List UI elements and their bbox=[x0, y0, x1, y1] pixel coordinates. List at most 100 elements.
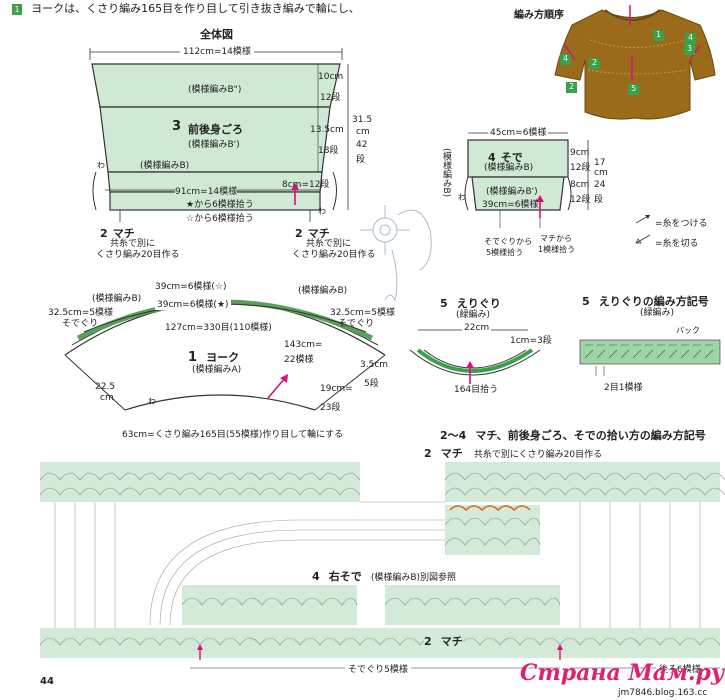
collar-heading: 5 えりぐり bbox=[440, 292, 501, 311]
dim-31-5: 31.5 bbox=[352, 115, 373, 125]
pickup-machi-2: 2 マチ bbox=[424, 630, 463, 649]
header: 1 ヨークは、くさり編み165目を作り目して引き抜き編みで輪にし、 bbox=[12, 0, 360, 16]
sleeve-12rows-b: 12段 bbox=[570, 195, 591, 205]
dim-13-5cm: 13.5cm bbox=[310, 125, 344, 135]
collar-chart-back: バック bbox=[676, 326, 700, 335]
sleeve-pick2b: 1模様拾う bbox=[538, 245, 576, 254]
pickup-heading: 2〜4 マチ、前後身ごろ、そでの拾い方の編み方記号 bbox=[440, 424, 706, 443]
sweater-illustration bbox=[554, 5, 716, 120]
pickup-sleeve: 4 右そで (模様編みB)別図参照 bbox=[312, 565, 456, 584]
machi-left-name: マチ bbox=[112, 227, 135, 240]
order-marker-7: 5 bbox=[630, 84, 637, 93]
sleeve-side-label: (模様編みB) bbox=[441, 148, 451, 198]
machi-right-name: マチ bbox=[307, 227, 330, 240]
overall-title: 全体図 bbox=[200, 28, 233, 41]
order-marker-1: 1 bbox=[655, 30, 662, 39]
legend-cut: =糸を切る bbox=[655, 239, 699, 249]
yoke-sodeguri-left: そでぐり bbox=[62, 319, 99, 329]
collar-num: 5 bbox=[440, 297, 448, 310]
collar-chart-heading: 5 えりぐりの編み方記号 bbox=[582, 290, 709, 309]
stitch-chart-sleeve-right bbox=[385, 585, 560, 625]
order-marker-5: 4 bbox=[687, 33, 694, 42]
dim-10cm: 10cm bbox=[318, 72, 344, 82]
yoke-heading: 1 ヨーク bbox=[188, 346, 239, 365]
machi-right-line1: 共糸で別に bbox=[306, 239, 352, 249]
sleeve-wa: わ bbox=[458, 193, 466, 202]
sleeve-pattern-b1: (模様編みB') bbox=[486, 187, 538, 197]
yoke-225: 22.5 bbox=[95, 382, 116, 392]
machi-left-line1: 共糸で別に bbox=[110, 239, 156, 249]
stitch-chart-machi bbox=[445, 505, 540, 555]
sleeve-dan: 段 bbox=[594, 195, 604, 205]
page-number: 44 bbox=[40, 676, 54, 687]
yoke-cm: cm bbox=[100, 393, 114, 403]
pattern-b2-label: (模様編みB") bbox=[188, 85, 242, 95]
rows-dan: 段 bbox=[356, 155, 366, 165]
rows-12a: 12段 bbox=[320, 93, 341, 103]
sleeve-pattern-b: (模様編みB) bbox=[484, 163, 534, 173]
sleeve-cm: cm bbox=[594, 168, 608, 178]
pickup-sleeve-note: (模様編みB)別図参照 bbox=[370, 573, 457, 583]
yoke-39b: 39cm=6模様(★) bbox=[155, 297, 231, 310]
yoke-127: 127cm=330目(110模様) bbox=[165, 323, 272, 333]
overall-top-width: 112cm=14模様 bbox=[180, 44, 254, 57]
sleeve-pick1: そでぐりから bbox=[484, 237, 533, 246]
site-watermark: Страна Мам.ру bbox=[520, 660, 725, 686]
yoke-wa: わ bbox=[148, 397, 156, 406]
machi-left: 2 マチ bbox=[100, 222, 135, 241]
pickup-machi-name: マチ bbox=[440, 447, 463, 460]
sleeve-24: 24 bbox=[594, 180, 606, 190]
sleeve-17: 17 bbox=[594, 158, 606, 168]
yoke-pattern: (模様編みA) bbox=[192, 365, 242, 375]
dim-91cm: 91cm=14模様 bbox=[175, 184, 238, 197]
yoke-22pattern: 22模様 bbox=[284, 355, 314, 365]
order-marker-4: 4 bbox=[562, 54, 569, 63]
pickup-sleeve-num: 4 bbox=[312, 570, 320, 583]
collar-chart-pattern: (緑編み) bbox=[640, 308, 675, 318]
collar-chart-num: 5 bbox=[582, 295, 590, 308]
yoke-pattern-b-left: (模様編みB) bbox=[92, 294, 142, 304]
pickup-sleeve-name: 右そで bbox=[328, 570, 362, 583]
pickup-title: マチ、前後身ごろ、そでの拾い方の編み方記号 bbox=[475, 429, 706, 442]
stitch-chart-bottom bbox=[40, 628, 720, 658]
pickup-machi-note: 共糸で別にくさり編み20目作る bbox=[473, 450, 603, 460]
collar-name: えりぐり bbox=[456, 297, 501, 310]
yoke-325-right: 32.5cm=5模様 bbox=[330, 308, 396, 318]
dim-8cm: 8cm=12段 bbox=[282, 180, 330, 190]
order-marker-3: 3 bbox=[686, 44, 693, 53]
pattern-b-label: (模様編みB) bbox=[140, 161, 190, 171]
pickup-machi-2-name: マチ bbox=[440, 635, 463, 648]
yoke-pattern-b-right: (模様編みB) bbox=[298, 286, 348, 296]
blog-url: jm7846.blog.163.cc bbox=[618, 688, 708, 698]
collar-chart-pick: 2目1模様 bbox=[604, 383, 643, 393]
order-title: 編み方順序 bbox=[514, 10, 564, 21]
pickup-machi: 2 マチ 共糸で別にくさり編み20目作る bbox=[424, 442, 602, 461]
body-section-num: 3 bbox=[172, 119, 182, 134]
yoke-sodeguri-right: そでぐり bbox=[338, 319, 375, 329]
pickup-star6b: ☆から6模様拾う bbox=[186, 214, 254, 224]
legend-attach: =糸をつける bbox=[655, 219, 708, 229]
machi-right-line2: くさり編み20目作る bbox=[292, 250, 376, 260]
pickup-machi-2-num: 2 bbox=[424, 635, 432, 648]
collar-pattern: (緑編み) bbox=[456, 310, 491, 320]
stitch-chart-top-right bbox=[445, 462, 720, 502]
header-bullet: 1 bbox=[12, 4, 22, 15]
order-marker-6: 2 bbox=[568, 82, 575, 91]
body-section-name: 前後身ごろ bbox=[188, 123, 243, 136]
sleeve-9cm: 9cm bbox=[570, 148, 590, 158]
sleeve-top-width: 45cm=6模様 bbox=[488, 125, 549, 138]
yoke-name: ヨーク bbox=[206, 351, 240, 364]
stitch-chart-sleeve-left bbox=[182, 585, 357, 625]
yoke-cast-on: 63cm=くさり編み165目(55模様)作り目して輪にする bbox=[120, 427, 346, 440]
yoke-39a: 39cm=6模様(☆) bbox=[155, 282, 227, 292]
sleeve-name: そで bbox=[500, 151, 523, 164]
yoke-143: 143cm= bbox=[284, 340, 323, 350]
pickup-num: 2〜4 bbox=[440, 429, 467, 442]
collar-chart-title: えりぐりの編み方記号 bbox=[598, 295, 709, 308]
order-marker-2: 2 bbox=[591, 58, 598, 67]
wa-right: わ bbox=[318, 207, 326, 216]
yoke-5rows: 5段 bbox=[364, 379, 379, 389]
sleeve-num: 4 bbox=[488, 151, 496, 164]
pickup-sodeguri: そでぐり5模様 bbox=[345, 662, 411, 675]
